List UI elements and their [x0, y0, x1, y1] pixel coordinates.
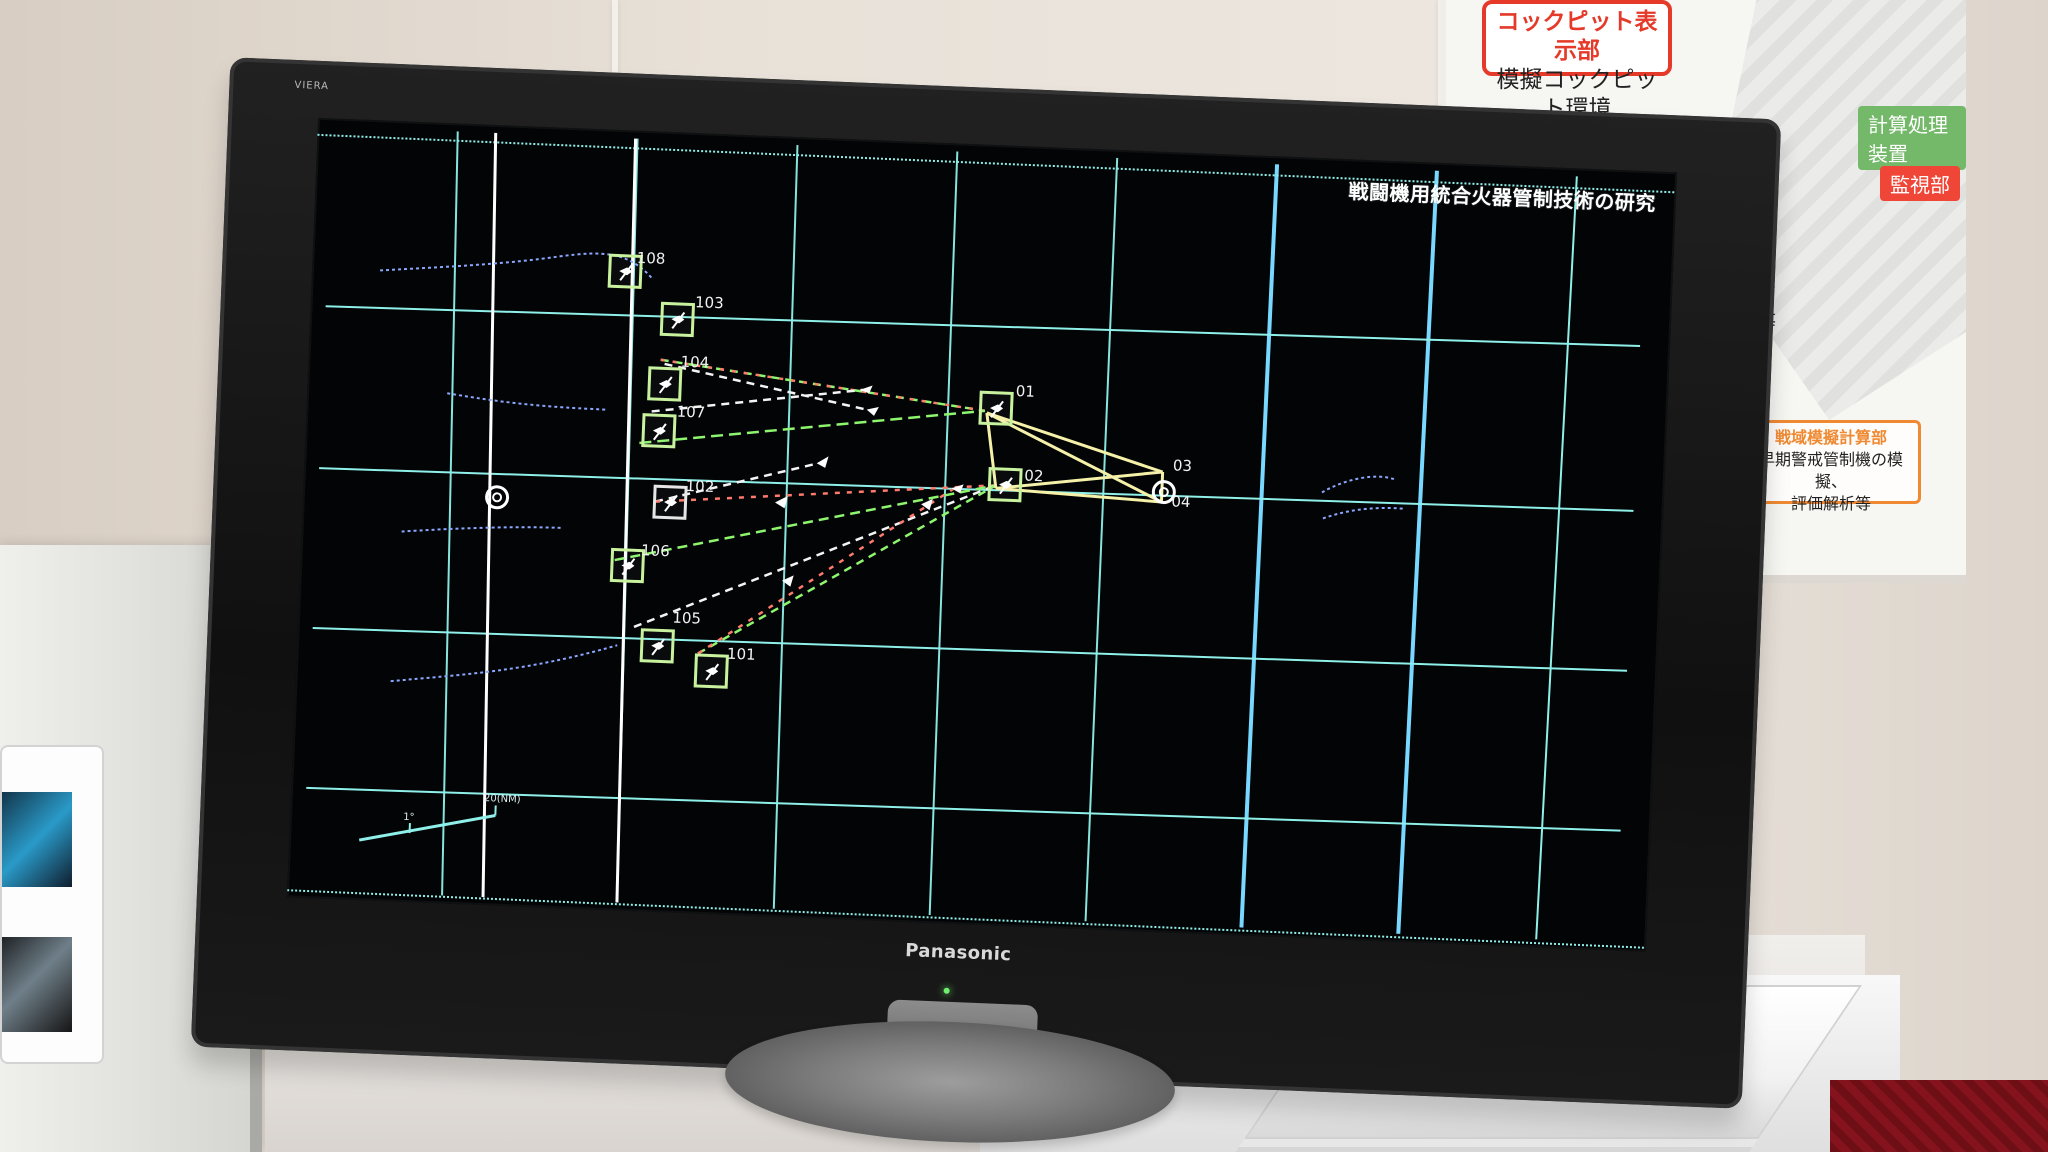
grid-horizontal-3: [312, 627, 1628, 672]
grid-vertical-3: [772, 145, 799, 909]
label-106: 106: [640, 541, 671, 561]
link-01-04: [986, 411, 1163, 504]
trail-106: [401, 526, 562, 533]
tv-small-logo: VIERA: [294, 79, 330, 93]
label-101: 101: [726, 644, 756, 664]
missile-marker-4: [866, 407, 879, 416]
line-107-01: [639, 409, 986, 445]
trail-04: [1322, 506, 1404, 520]
poster-callout: コックピット表示部 模擬コックピット環境: [1482, 0, 1672, 122]
trail-107: [447, 392, 607, 411]
unit-103: [659, 301, 696, 338]
label-108: 108: [636, 248, 666, 268]
scale-label-right: 20(NM): [483, 793, 521, 806]
unit-102: [652, 484, 688, 520]
white-boundary-left: [481, 132, 498, 898]
line-106-02: [614, 484, 997, 562]
missile-marker-7: [781, 575, 794, 587]
tactical-display-screen: 戦闘機用統合火器管制技術の研究 108 103 104 107 102 106 …: [286, 117, 1678, 952]
map-grid: [287, 131, 1677, 949]
grid-vertical-5: [1084, 157, 1119, 922]
friendly-links: [985, 411, 1165, 504]
scale-bar: [358, 805, 497, 842]
left-photo-card: [0, 745, 104, 1064]
link-02-03: [995, 470, 1163, 490]
television: VIERA: [190, 57, 1782, 1151]
label-102: 102: [685, 476, 715, 497]
label-03: 03: [1172, 456, 1193, 476]
left-photo-strip-bottom: [2, 937, 72, 1032]
unit-105: [639, 628, 675, 664]
line-105-missile: [633, 484, 997, 629]
poster-box-line-1: 早期警戒管制機の模擬、: [1758, 450, 1903, 491]
label-04: 04: [1171, 492, 1191, 512]
poster-tag-processing-device: 計算処理装置: [1858, 106, 1966, 170]
scale-label-left: 1°: [402, 811, 415, 824]
poster-box-line-2: 評価解析等: [1790, 494, 1871, 513]
poster-box-title: 戦域模擬計算部: [1774, 428, 1887, 447]
grid-vertical-1: [441, 131, 459, 896]
unit-104: [647, 366, 683, 402]
grid-horizontal-bottom: [287, 889, 1646, 949]
label-02: 02: [1024, 466, 1044, 486]
grid-horizontal-4: [306, 786, 1621, 832]
poster-theater-simulation-box: 戦域模擬計算部 早期警戒管制機の模擬、 評価解析等: [1741, 420, 1921, 513]
grid-vertical-4: [928, 151, 959, 916]
line-104-missile: [651, 388, 863, 413]
tv-brand: Panasonic: [904, 940, 1012, 966]
label-105: 105: [672, 608, 702, 628]
grid-vertical-6: [1239, 164, 1280, 928]
unit-101: [693, 653, 729, 689]
grid-vertical-7: [1396, 170, 1439, 934]
red-carpet: [1830, 1080, 2048, 1152]
missile-marker-1: [859, 385, 873, 394]
scale-line: [358, 814, 496, 842]
grid-vertical-8: [1535, 176, 1578, 940]
missile-marker-3: [775, 496, 788, 509]
missile-marker-2: [816, 456, 829, 468]
label-107: 107: [676, 402, 706, 422]
grid-horizontal-1: [325, 305, 1641, 348]
link-02-04: [995, 486, 1162, 504]
line-103-01-green: [660, 358, 986, 413]
label-104: 104: [680, 352, 710, 372]
trail-03: [1321, 475, 1395, 494]
label-103: 103: [694, 293, 725, 313]
trail-105: [390, 644, 618, 683]
poster-callout-title: コックピット表示部: [1496, 9, 1658, 64]
left-photo-strip-top: [2, 792, 72, 887]
line-101-02-red: [697, 487, 955, 655]
unit-02: [987, 467, 1023, 503]
missiles: [775, 385, 964, 587]
line-101-02: [697, 484, 997, 655]
label-01: 01: [1015, 382, 1036, 401]
unit-107: [641, 413, 677, 449]
flight-trails: [380, 252, 1404, 683]
missile-marker-6: [921, 498, 933, 511]
tactical-map-svg: [287, 131, 1677, 949]
poster-tag-monitoring-unit: 監視部: [1880, 166, 1960, 201]
line-103-missile: [664, 362, 870, 412]
unit-01: [978, 390, 1014, 426]
missile-marker-5: [951, 484, 964, 494]
grid-horizontal-top: [317, 133, 1677, 194]
unit-106: [609, 547, 646, 584]
line-102-02-red: [654, 484, 997, 503]
link-01-03: [986, 411, 1164, 474]
